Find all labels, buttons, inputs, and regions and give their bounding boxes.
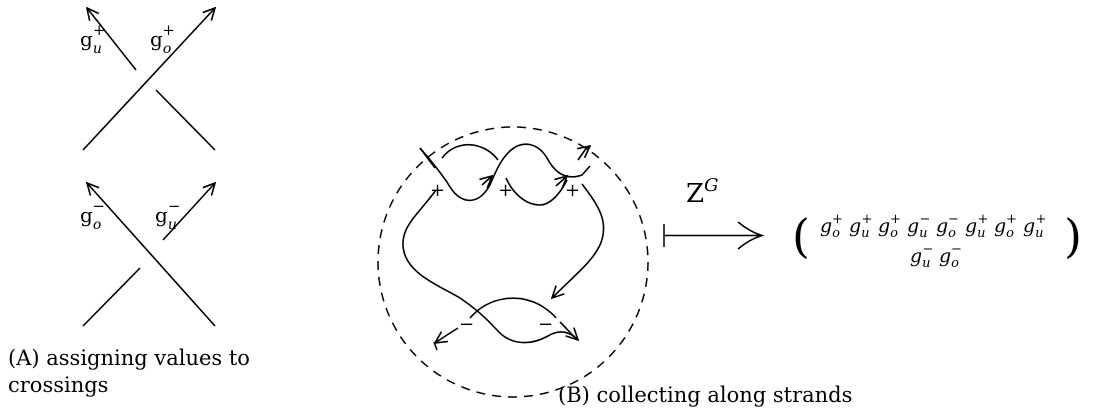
top-left-arrow-end bbox=[419, 147, 436, 169]
maps-to-arrow bbox=[663, 221, 765, 250]
result-open-paren: ( bbox=[792, 209, 810, 263]
right-loop bbox=[552, 183, 605, 298]
bottom-left-end bbox=[435, 327, 459, 343]
dashed-disk-boundary bbox=[377, 126, 649, 398]
caption-b-text: collecting along strands bbox=[596, 383, 853, 407]
result-close-paren: ) bbox=[1064, 209, 1082, 263]
over-strand bbox=[82, 8, 215, 151]
row1-term-2: gu+ bbox=[849, 212, 872, 241]
negative-crossing bbox=[82, 183, 216, 327]
row1-term-7: go+ bbox=[994, 212, 1017, 241]
positive-crossing bbox=[82, 8, 216, 151]
bottom-strand-a bbox=[469, 297, 557, 319]
crossing-sign-1: + bbox=[430, 180, 445, 201]
top-strand-a bbox=[419, 143, 591, 202]
caption-b: (B) collecting along strands bbox=[558, 382, 852, 409]
row1-term-1: go+ bbox=[820, 212, 843, 241]
top-right-arrow bbox=[585, 146, 590, 150]
row1-term-6: gu+ bbox=[965, 212, 988, 241]
mid-arrow-1 bbox=[482, 176, 492, 185]
bottom-right-end bbox=[559, 321, 579, 341]
bottom-left-tail bbox=[433, 341, 438, 351]
caption-a: (A) assigning values to crossings bbox=[8, 345, 250, 399]
row1-term-8: gu+ bbox=[1023, 212, 1046, 241]
result-row-1: go+ gu+ go+ gu− go− gu+ go+ gu+ bbox=[820, 212, 1046, 241]
caption-a-text: assigning values to bbox=[46, 346, 250, 370]
row2-term-1: gu− bbox=[910, 242, 933, 271]
caption-a-tag: (A) bbox=[8, 346, 40, 370]
under-strand-upper bbox=[162, 183, 215, 241]
label-g-u-plus: gu+ bbox=[80, 21, 105, 57]
crossing-sign-2: + bbox=[498, 180, 513, 201]
top-strand-b-2 bbox=[505, 177, 568, 206]
row1-term-5: go− bbox=[936, 212, 959, 241]
map-label-ZG: ZG bbox=[686, 175, 718, 209]
left-loop bbox=[402, 189, 498, 331]
under-strand-upper bbox=[87, 8, 137, 71]
mid-arrow-2 bbox=[556, 176, 567, 186]
row1-term-4: gu− bbox=[907, 212, 930, 241]
crossing-sign-4: − bbox=[459, 314, 474, 335]
bottom-strand-b bbox=[496, 330, 578, 344]
crossing-sign-3: + bbox=[565, 180, 580, 201]
under-strand-lower bbox=[155, 89, 216, 151]
caption-a-text-line2: crossings bbox=[8, 373, 109, 397]
label-g-o-plus: go+ bbox=[150, 21, 175, 57]
over-strand bbox=[87, 183, 216, 327]
label-g-u-minus: gu− bbox=[155, 197, 180, 233]
braid-diagram bbox=[402, 143, 605, 351]
top-strand-b-1 bbox=[441, 143, 499, 161]
row1-term-3: go+ bbox=[878, 212, 901, 241]
label-g-o-minus: go− bbox=[80, 197, 105, 233]
under-strand-lower bbox=[82, 267, 141, 327]
caption-b-tag: (B) bbox=[558, 383, 590, 407]
top-strand-b-3 bbox=[577, 149, 586, 161]
crossing-sign-5: − bbox=[538, 314, 553, 335]
row2-term-2: go− bbox=[939, 242, 962, 271]
result-row-2: gu− go− bbox=[910, 242, 962, 271]
